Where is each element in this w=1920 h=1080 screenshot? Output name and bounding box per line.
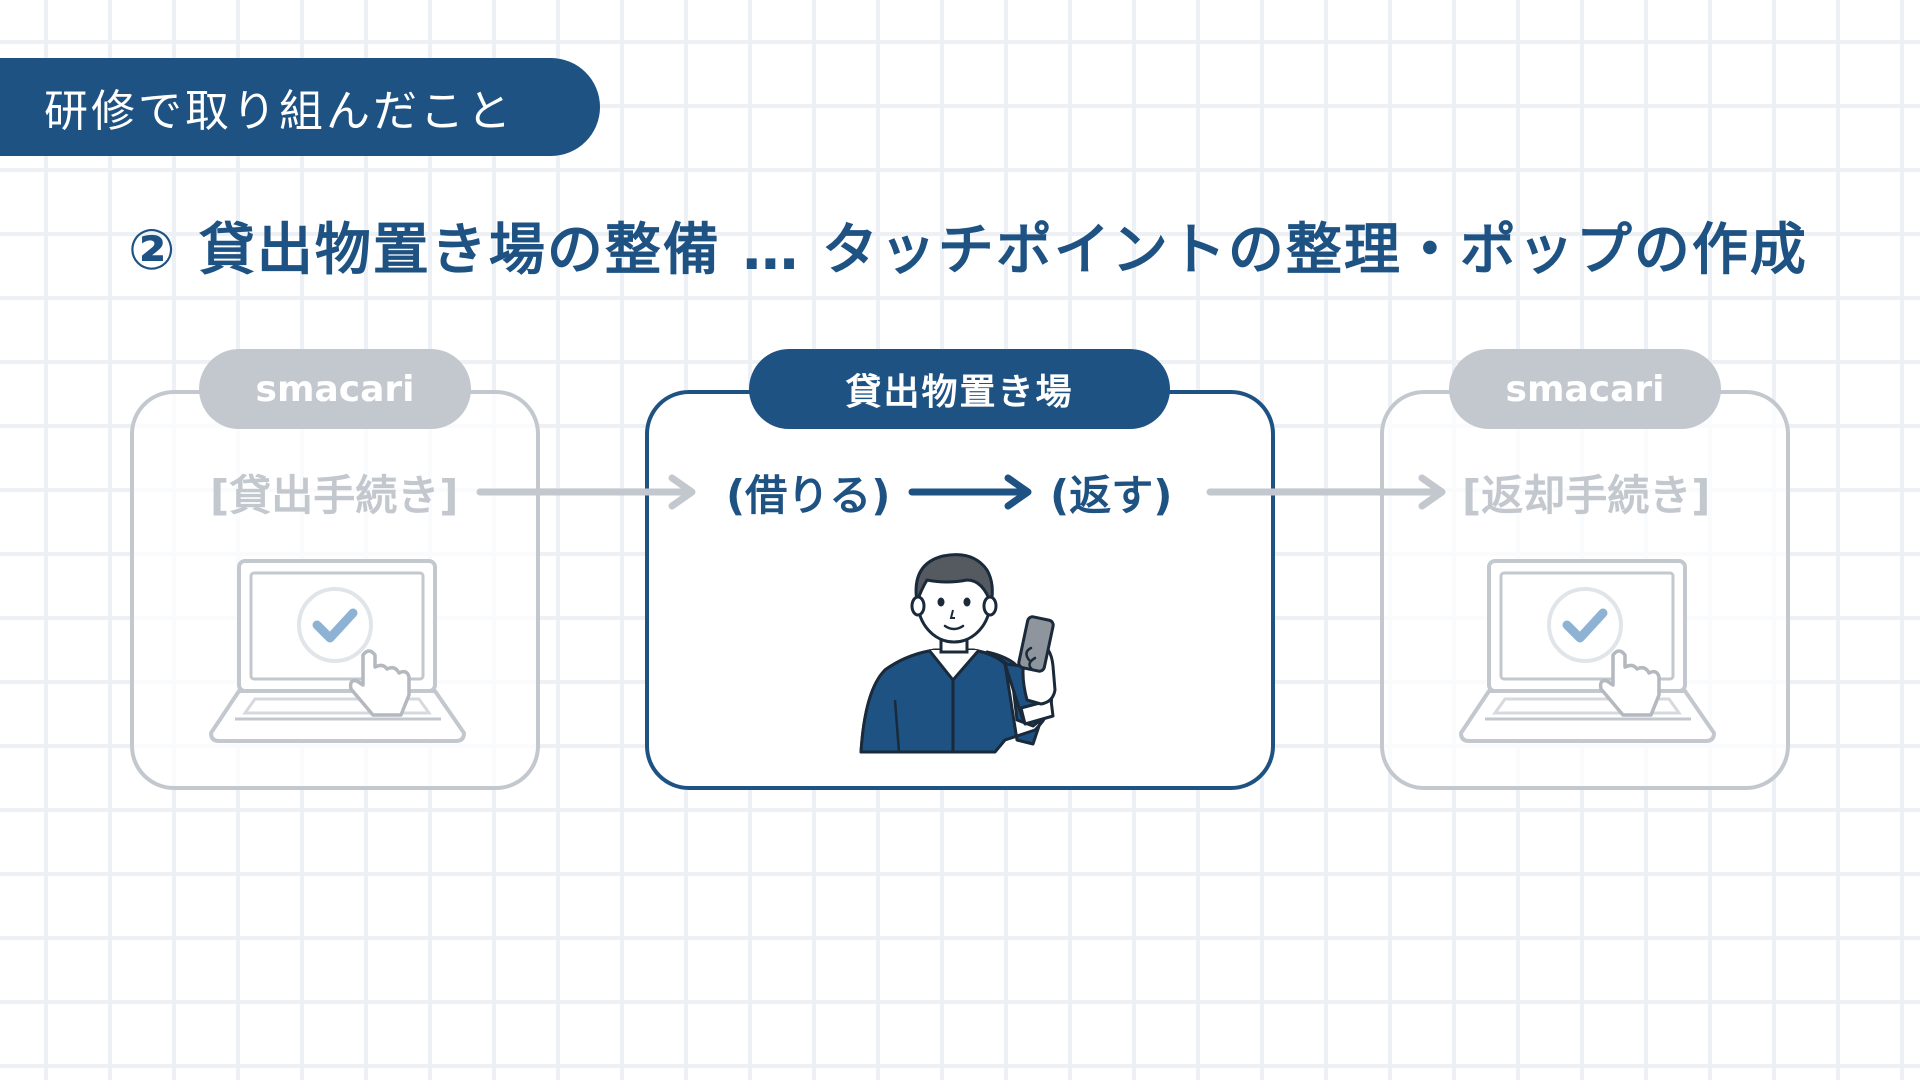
smacari-pill-right: smacari [1449,349,1721,429]
arrow-borrow-to-return [908,474,1032,510]
smacari-label-right: smacari [1505,368,1665,410]
slide-title: ② 貸出物置き場の整備 … タッチポイントの整理・ポップの作成 [128,218,1808,283]
section-tag: 研修で取り組んだこと [0,58,600,156]
laptop-check-icon [209,559,466,743]
smacari-label-left: smacari [255,368,415,410]
arrow-left-to-center [476,474,696,510]
laptop-check-icon [1459,559,1716,743]
section-tag-label: 研修で取り組んだこと [44,86,514,137]
storage-area-pill: 貸出物置き場 [749,349,1170,429]
person-with-phone-icon [859,553,1057,754]
return-step-label: (返す) [1050,470,1173,520]
arrow-center-to-right [1206,474,1446,510]
borrow-procedure-label: [貸出手続き] [210,470,459,520]
return-procedure-label: [返却手続き] [1462,470,1711,520]
smacari-pill-left: smacari [199,349,471,429]
storage-area-label: 貸出物置き場 [845,372,1074,413]
borrow-step-label: (借りる) [726,470,891,520]
